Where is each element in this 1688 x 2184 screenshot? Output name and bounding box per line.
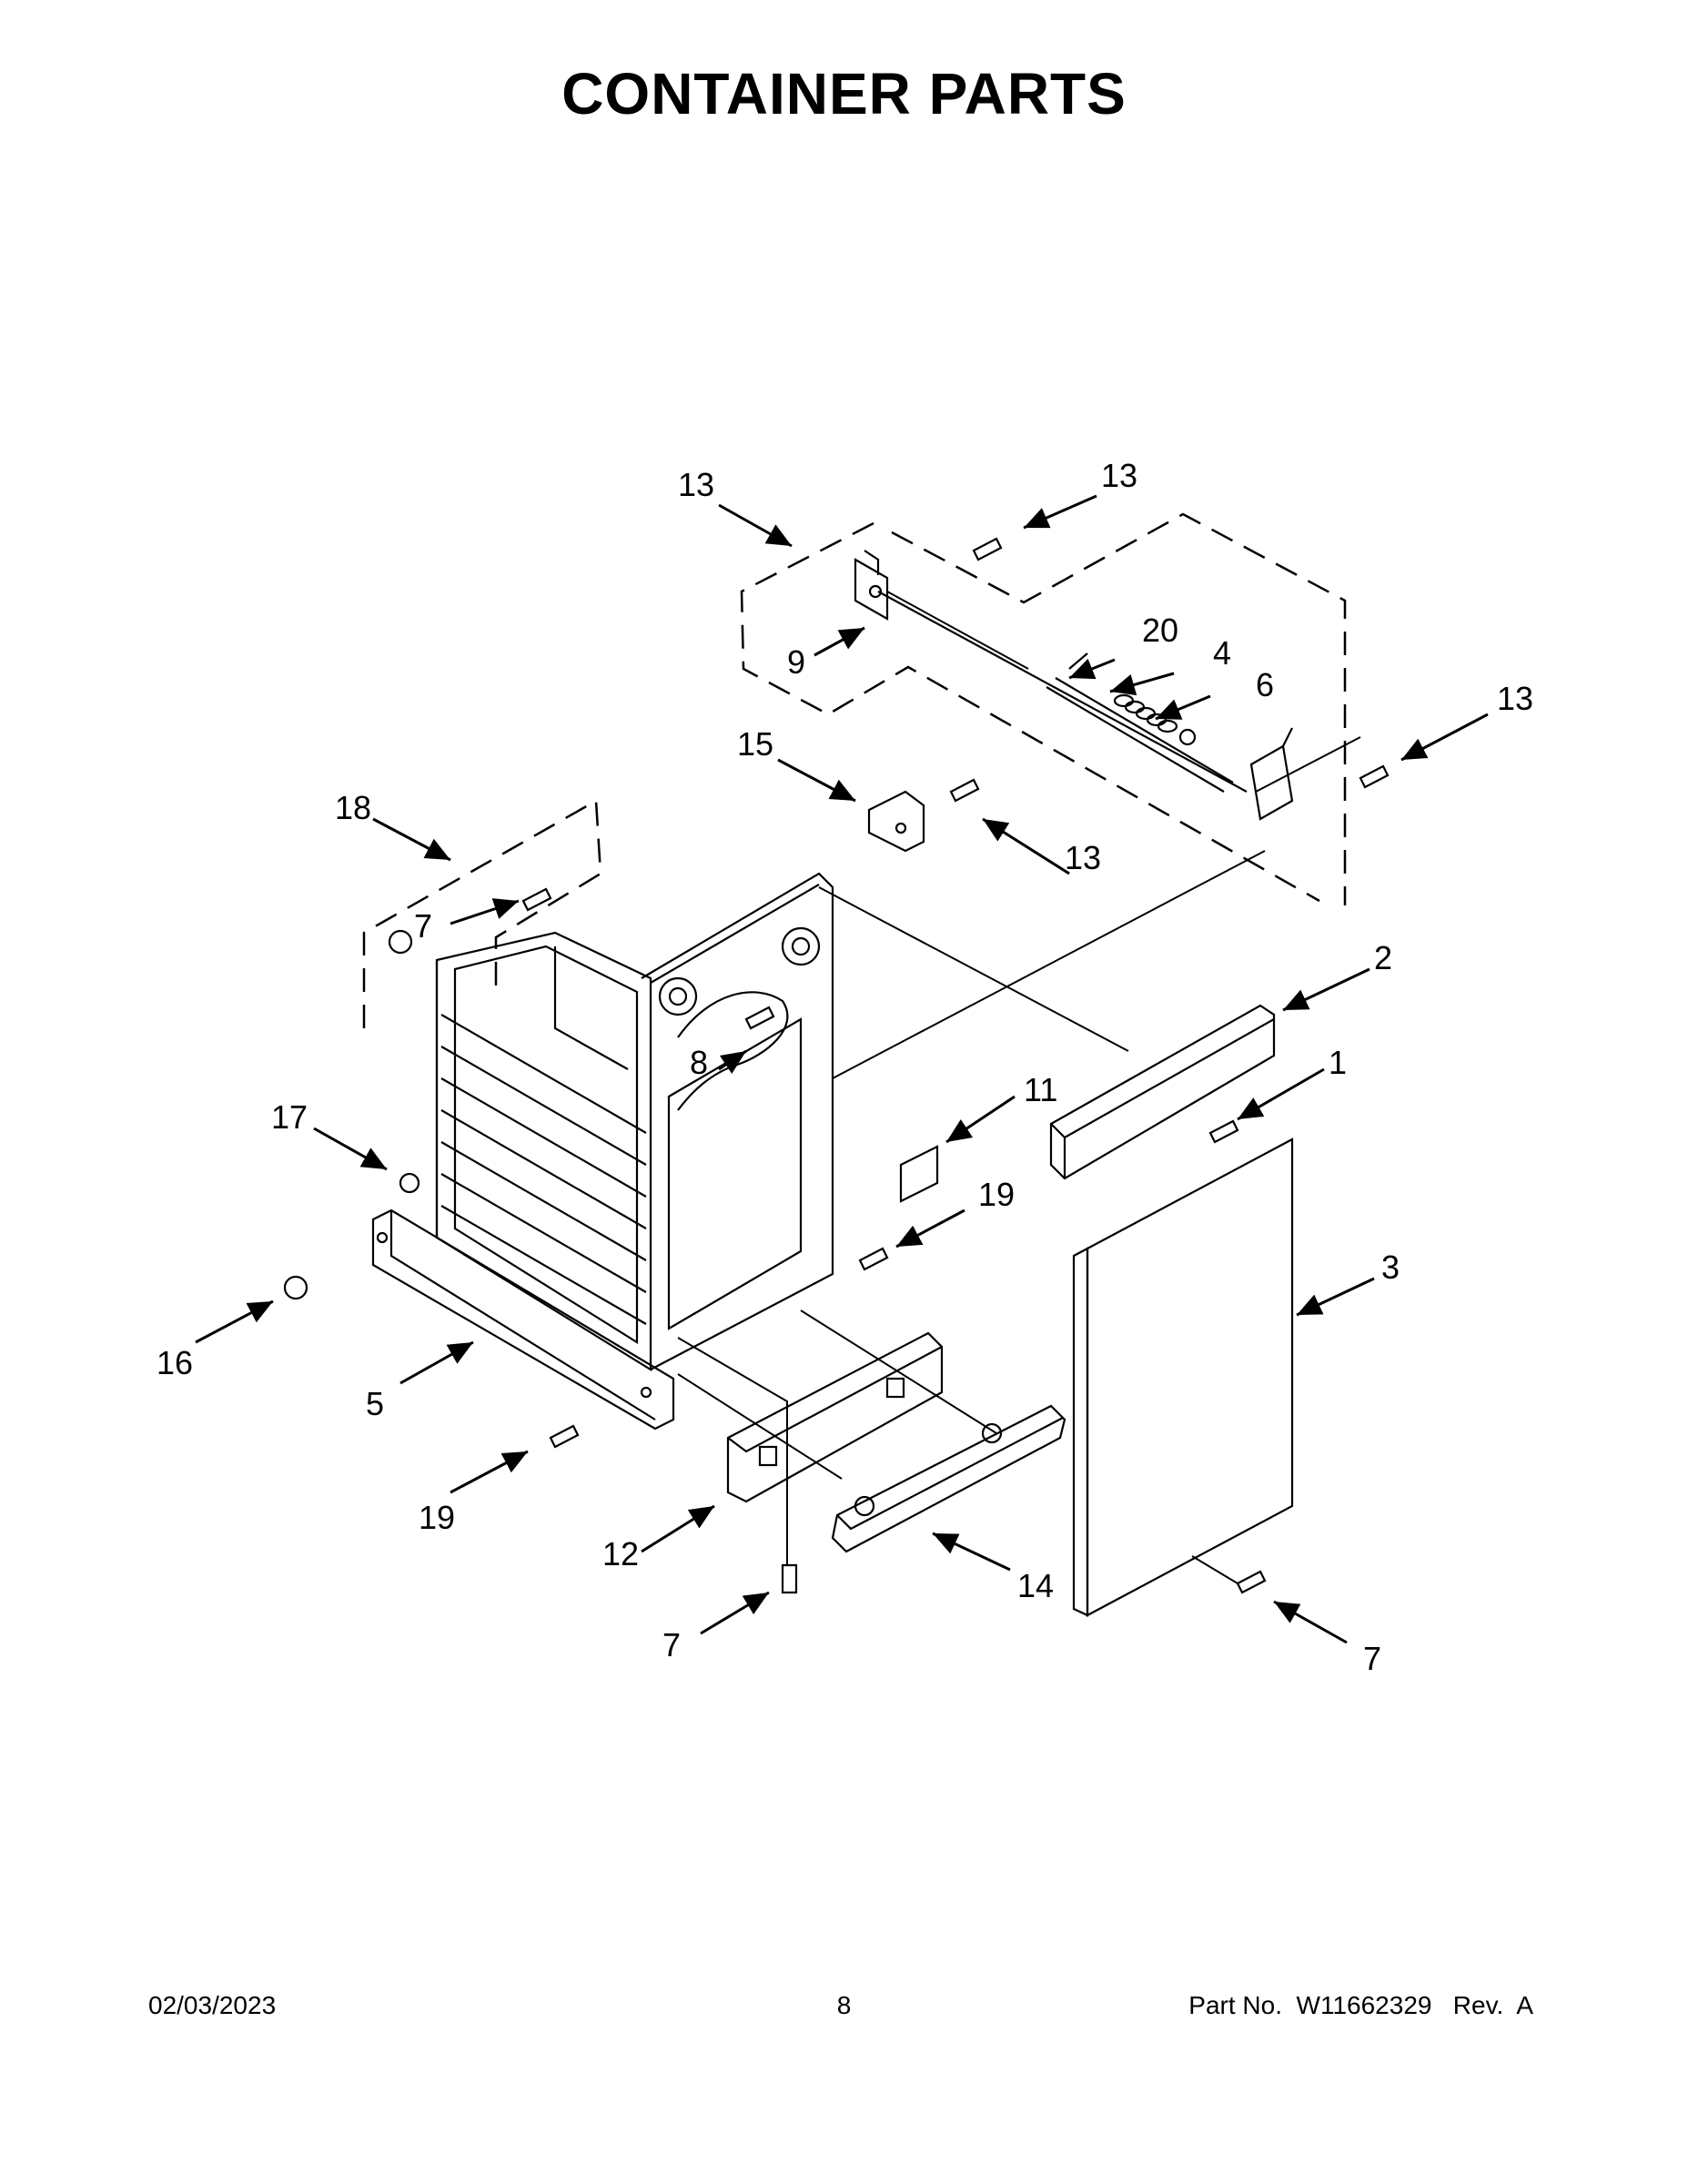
screw-7-bracket bbox=[521, 887, 552, 912]
callout-12: 12 bbox=[602, 1535, 639, 1572]
callout-7-panel: 7 bbox=[1363, 1640, 1381, 1677]
callout-5: 5 bbox=[366, 1385, 384, 1422]
plug-16 bbox=[283, 1275, 308, 1300]
callout-9: 9 bbox=[787, 643, 805, 681]
container-body bbox=[435, 872, 834, 1371]
footer-date: 02/03/2023 bbox=[148, 1991, 277, 2019]
screw-13-middle bbox=[949, 778, 980, 803]
callout-13-top: 13 bbox=[1101, 457, 1137, 494]
screw-13-top bbox=[972, 537, 1003, 561]
callout-14: 14 bbox=[1017, 1567, 1054, 1604]
clip bbox=[899, 1145, 939, 1203]
screw-13-right bbox=[1359, 764, 1390, 789]
callout-6: 6 bbox=[1256, 666, 1274, 703]
page-title: CONTAINER PARTS bbox=[561, 61, 1127, 126]
callout-13-middle: 13 bbox=[1065, 839, 1101, 876]
callout-15: 15 bbox=[737, 725, 773, 763]
callout-7-tray: 7 bbox=[662, 1626, 681, 1663]
callout-18: 18 bbox=[335, 789, 371, 826]
callout-8: 8 bbox=[690, 1044, 708, 1081]
callout-3: 3 bbox=[1381, 1249, 1400, 1286]
latch bbox=[867, 790, 925, 853]
callout-arrows bbox=[195, 494, 1489, 1644]
callout-7-bracket: 7 bbox=[414, 907, 432, 945]
top-cover bbox=[1049, 1004, 1276, 1180]
screw-7-tray bbox=[781, 1563, 798, 1594]
footer-page-number: 8 bbox=[836, 1991, 852, 2019]
container-ribs bbox=[440, 1014, 647, 1325]
hinge-assembly-group-outline bbox=[740, 512, 1347, 905]
screw-19-upper bbox=[858, 1247, 889, 1271]
callout-11: 11 bbox=[1024, 1071, 1057, 1108]
callout-20: 20 bbox=[1142, 612, 1178, 649]
callout-13-right: 13 bbox=[1497, 680, 1533, 717]
hinge-rod-assembly bbox=[877, 591, 1294, 821]
callout-labels: 13 13 9 20 4 6 13 15 13 18 7 2 1 8 11 17… bbox=[157, 457, 1533, 1677]
callout-1: 1 bbox=[1329, 1044, 1347, 1081]
knob-bracket bbox=[388, 929, 413, 955]
screw-7-cover bbox=[1208, 1119, 1239, 1144]
base-rail bbox=[371, 1208, 675, 1431]
callout-2: 2 bbox=[1374, 939, 1392, 976]
lower-tray bbox=[726, 1331, 944, 1503]
screw-8 bbox=[744, 1006, 775, 1030]
bracket-group-outline bbox=[362, 798, 602, 1028]
callout-10: 13 bbox=[678, 466, 714, 503]
leader-lines bbox=[677, 591, 1361, 1584]
footer-part-number: Part No. W11662329 Rev. A bbox=[1188, 1991, 1533, 2019]
callout-17: 17 bbox=[271, 1098, 308, 1136]
callout-16: 16 bbox=[157, 1344, 193, 1381]
nut-17 bbox=[399, 1172, 420, 1194]
hinge-bracket bbox=[854, 550, 889, 621]
side-panel bbox=[1072, 1138, 1294, 1617]
callout-19-lower: 19 bbox=[419, 1499, 455, 1536]
screw-7-panel bbox=[1236, 1570, 1267, 1594]
callout-19-upper: 19 bbox=[978, 1176, 1015, 1213]
callout-4: 4 bbox=[1213, 634, 1231, 672]
front-bar bbox=[831, 1404, 1066, 1553]
screw-19-lower bbox=[549, 1424, 580, 1449]
